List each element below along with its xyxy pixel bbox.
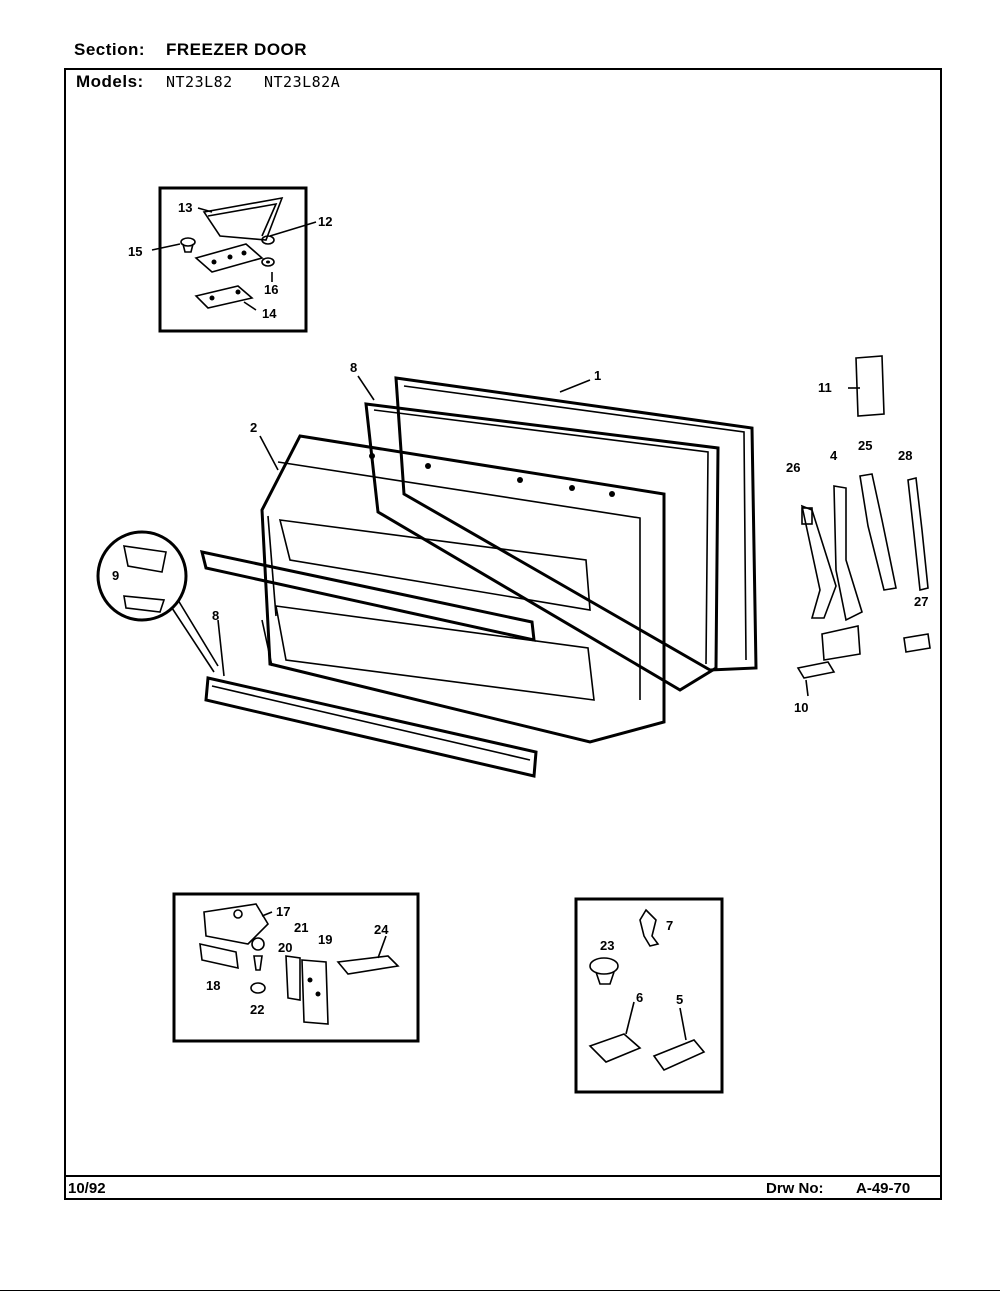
hinge-lower-plate-shape xyxy=(194,285,254,309)
handle-cap-shape xyxy=(855,355,885,417)
model-number-2: NT23L82A xyxy=(264,73,341,91)
bracket-5 xyxy=(652,1039,706,1071)
callout-26: 26 xyxy=(786,460,800,475)
end-cap-27 xyxy=(903,633,931,653)
section-label: Section: xyxy=(74,40,146,59)
callout-8-top: 8 xyxy=(350,360,357,375)
drawing-frame xyxy=(64,68,942,1200)
hinge-bracket-10 xyxy=(796,661,836,679)
callout-6: 6 xyxy=(636,990,643,1005)
hinge-cover-shape xyxy=(202,196,284,241)
callout-21: 21 xyxy=(294,920,308,935)
callout-13: 13 xyxy=(178,200,192,215)
callout-17: 17 xyxy=(276,904,290,919)
footer-divider xyxy=(64,1175,942,1177)
hinge-plate-19 xyxy=(301,959,329,1025)
door-liner xyxy=(260,434,666,744)
callout-22: 22 xyxy=(250,1002,264,1017)
bushing-shape xyxy=(180,237,196,247)
callout-8-bottom: 8 xyxy=(212,608,219,623)
page-bottom-rule xyxy=(0,1290,1000,1291)
callout-12: 12 xyxy=(318,214,332,229)
drawing-number-label: Drw No: xyxy=(766,1180,824,1197)
callout-14: 14 xyxy=(262,306,277,321)
inset-bottom-hinge xyxy=(172,892,420,1043)
section-title: FREEZER DOOR xyxy=(166,40,308,59)
callout-9: 9 xyxy=(112,568,119,583)
hinge-bracket-18 xyxy=(199,942,239,970)
drawing-number: A-49-70 xyxy=(856,1180,911,1197)
callout-4: 4 xyxy=(830,448,838,463)
callout-16: 16 xyxy=(264,282,278,297)
bracket-6 xyxy=(588,1033,642,1063)
callout-28: 28 xyxy=(898,448,912,463)
callout-15: 15 xyxy=(128,244,142,259)
hinge-plate-shape xyxy=(194,243,264,273)
hinge-shim-24 xyxy=(336,955,400,975)
detail-circle xyxy=(96,530,219,673)
callout-20: 20 xyxy=(278,940,292,955)
outer-door-panel xyxy=(394,376,758,672)
callout-1: 1 xyxy=(594,368,601,383)
revision-date: 10/92 xyxy=(68,1180,106,1197)
inset-top-hinge xyxy=(151,186,317,333)
callout-11: 11 xyxy=(818,380,832,395)
callout-18: 18 xyxy=(206,978,220,993)
callout-24: 24 xyxy=(374,922,389,937)
handle-4 xyxy=(833,485,863,622)
door-bottom-bar xyxy=(204,676,538,778)
callout-27: 27 xyxy=(914,594,928,609)
handle-trim-25 xyxy=(859,473,897,591)
callout-5: 5 xyxy=(676,992,683,1007)
callout-25: 25 xyxy=(858,438,872,453)
door-assembly xyxy=(199,375,758,778)
inset-bottom-fasteners xyxy=(574,897,724,1094)
models-label: Models: xyxy=(76,72,144,91)
model-number-1: NT23L82 xyxy=(166,73,233,91)
handle-strip-26 xyxy=(800,504,837,619)
callout-10: 10 xyxy=(794,700,808,715)
callout-2: 2 xyxy=(250,420,257,435)
right-hinge-parts xyxy=(796,355,931,697)
door-gasket-frame xyxy=(364,402,720,692)
plug-7 xyxy=(639,908,660,947)
handle-trim-28 xyxy=(907,477,929,591)
button-23 xyxy=(589,957,619,975)
callout-19: 19 xyxy=(318,932,332,947)
hinge-bracket-17 xyxy=(203,903,270,945)
door-shelf-rail xyxy=(199,550,536,642)
callout-7: 7 xyxy=(666,918,673,933)
callout-23: 23 xyxy=(600,938,614,953)
